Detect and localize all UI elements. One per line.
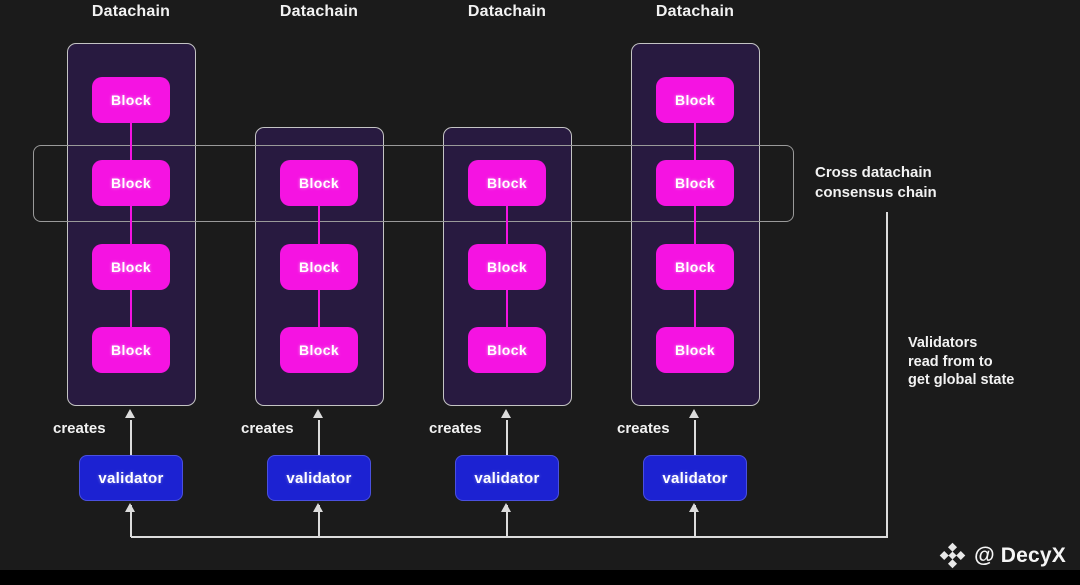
validator-node: validator (267, 455, 371, 501)
consensus-feed-bus-line (131, 536, 888, 538)
watermark: @ DecyX (939, 542, 1066, 569)
validator-node: validator (79, 455, 183, 501)
arrow-up-icon (125, 503, 135, 512)
arrow-up-icon (501, 503, 511, 512)
arrow-up-icon (313, 503, 323, 512)
block-node: Block (468, 244, 546, 290)
creates-label: creates (617, 420, 670, 437)
watermark-handle: @ DecyX (974, 543, 1066, 567)
datachain-title-4: Datachain (655, 3, 735, 20)
block-node: Block (92, 327, 170, 373)
consensus-band-outline (33, 145, 794, 222)
block-node: Block (656, 160, 734, 206)
feed-arrow (130, 505, 132, 537)
validators-read-label: Validators read from to get global state (908, 335, 1015, 389)
feed-arrow (506, 505, 508, 537)
creates-arrow (694, 420, 696, 455)
creates-label: creates (241, 420, 294, 437)
creates-label: creates (429, 420, 482, 437)
arrow-up-icon (125, 409, 135, 418)
feed-arrow (694, 505, 696, 537)
chain-connector-line (130, 100, 132, 350)
creates-label: creates (53, 420, 106, 437)
validator-node: validator (643, 455, 747, 501)
block-node: Block (656, 77, 734, 123)
arrow-up-icon (689, 503, 699, 512)
feed-arrow (318, 505, 320, 537)
block-node: Block (280, 244, 358, 290)
block-node: Block (656, 244, 734, 290)
binance-diamond-icon (939, 542, 966, 569)
datachain-title-1: Datachain (91, 3, 171, 20)
consensus-riser-line (886, 212, 888, 538)
arrow-up-icon (501, 409, 511, 418)
arrow-up-icon (313, 409, 323, 418)
block-node: Block (656, 327, 734, 373)
block-node: Block (280, 327, 358, 373)
creates-arrow (318, 420, 320, 455)
chain-connector-line (694, 100, 696, 350)
validator-node: validator (455, 455, 559, 501)
datachain-title-3: Datachain (467, 3, 547, 20)
block-node: Block (468, 327, 546, 373)
datachain-title-2: Datachain (279, 3, 359, 20)
block-node: Block (92, 244, 170, 290)
block-node: Block (92, 160, 170, 206)
block-node: Block (280, 160, 358, 206)
block-node: Block (92, 77, 170, 123)
consensus-band-label: Cross datachain consensus chain (815, 164, 937, 201)
creates-arrow (130, 420, 132, 455)
creates-arrow (506, 420, 508, 455)
block-node: Block (468, 160, 546, 206)
footer-bar (0, 570, 1080, 585)
arrow-up-icon (689, 409, 699, 418)
